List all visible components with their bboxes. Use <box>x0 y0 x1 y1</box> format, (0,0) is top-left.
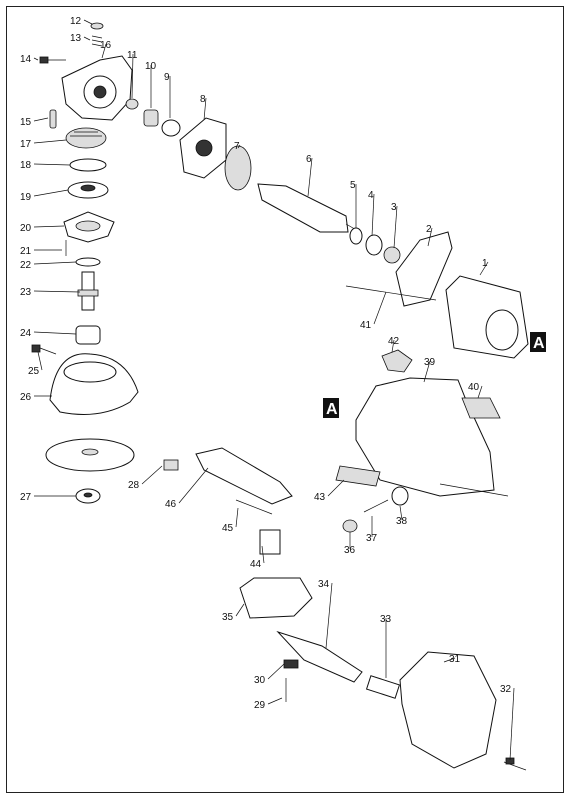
callout-label: 5 <box>350 180 356 191</box>
callout-label: 7 <box>234 141 240 152</box>
reference-mark-a-1 <box>530 332 546 352</box>
callout-label: 21 <box>20 246 32 257</box>
parts-layer <box>31 22 529 771</box>
callout-label: 37 <box>366 533 378 544</box>
callout-layer: 1234567891011121314151617181920212223242… <box>20 16 515 761</box>
callout-leader-line <box>235 603 245 617</box>
callout-label: 46 <box>165 499 177 510</box>
callout-label: 28 <box>128 480 140 491</box>
callout-label: 17 <box>20 139 32 150</box>
callout-leader-line <box>33 117 49 122</box>
callout-label: 20 <box>20 223 32 234</box>
callout-label: 34 <box>318 579 330 590</box>
callout-leader-line <box>178 467 209 504</box>
callout-label: 16 <box>100 40 112 51</box>
callout-label: 33 <box>380 614 392 625</box>
callout-label: 2 <box>426 224 432 235</box>
callout-leader-line <box>423 360 431 383</box>
callout-leader-line <box>33 189 69 197</box>
callout-leader-line <box>477 385 483 399</box>
callout-label: 19 <box>20 192 32 203</box>
callout-leader-line <box>391 339 395 353</box>
callout-label: 23 <box>20 287 32 298</box>
callout-label: 13 <box>70 33 82 44</box>
callout-label: 44 <box>250 559 262 570</box>
callout-leader-line <box>509 687 515 761</box>
callout-label: 41 <box>360 320 372 331</box>
callout-leader-line <box>325 582 333 649</box>
callout-label: 36 <box>344 545 356 556</box>
callout-leader-line <box>267 663 285 680</box>
reference-mark-a-2 <box>323 398 339 418</box>
callout-label: 31 <box>449 654 461 665</box>
callout-label: 12 <box>70 16 82 27</box>
callout-leader-line <box>427 227 433 247</box>
callout-label: 29 <box>254 700 266 711</box>
callout-label: 35 <box>222 612 234 623</box>
callout-label: 1 <box>482 258 488 269</box>
callout-label: 4 <box>368 190 374 201</box>
callout-leader-line <box>261 545 265 564</box>
callout-label: 9 <box>164 72 170 83</box>
callout-leader-line <box>33 225 65 228</box>
callout-leader-line <box>101 43 107 59</box>
callout-leader-line <box>83 36 91 41</box>
reference-mark-a-1-label: A <box>533 335 545 352</box>
callout-leader-line <box>393 205 398 249</box>
callout-leader-line <box>33 290 81 293</box>
callout-label: 24 <box>20 328 32 339</box>
callout-label: 14 <box>20 54 32 65</box>
callout-leader-line <box>33 163 71 166</box>
callout-leader-line <box>399 505 403 521</box>
callout-leader-line <box>235 507 239 528</box>
callout-leader-line <box>237 144 241 149</box>
callout-leader-line <box>33 331 77 335</box>
callout-label: 26 <box>20 392 32 403</box>
callout-label: 8 <box>200 94 206 105</box>
callout-leader-line <box>33 261 77 265</box>
callout-label: 30 <box>254 675 266 686</box>
callout-label: 32 <box>500 684 512 695</box>
callout-label: 27 <box>20 492 32 503</box>
callout-label: 11 <box>127 50 138 61</box>
callout-label: 15 <box>20 117 32 128</box>
callout-leader-line <box>33 139 67 144</box>
callout-label: 3 <box>391 202 397 213</box>
callout-leader-line <box>131 53 134 99</box>
callout-label: 38 <box>396 516 408 527</box>
callout-leader-line <box>203 97 207 121</box>
callout-leader-line <box>307 157 313 197</box>
callout-label: 25 <box>28 366 40 377</box>
callout-label: 39 <box>424 357 436 368</box>
callout-label: 18 <box>20 160 32 171</box>
drawing-frame <box>6 6 564 793</box>
callout-leader-line <box>443 657 456 663</box>
callout-leader-line <box>327 479 345 497</box>
callout-leader-line <box>371 193 375 237</box>
reference-mark-a-2-label: A <box>326 401 338 418</box>
callout-label: 45 <box>222 523 234 534</box>
callout-leader-line <box>373 291 387 325</box>
callout-leader-line <box>37 351 43 371</box>
callout-leader-line <box>267 697 283 705</box>
callout-label: 10 <box>145 61 157 72</box>
callout-label: 40 <box>468 382 480 393</box>
callout-label: 6 <box>306 154 312 165</box>
callout-leader-line <box>83 19 93 25</box>
callout-leader-line <box>479 261 489 276</box>
callout-label: 42 <box>388 336 400 347</box>
reference-markers: A A <box>323 332 546 418</box>
callout-leader-line <box>141 465 163 485</box>
callout-label: 22 <box>20 260 32 271</box>
callout-label: 43 <box>314 492 326 503</box>
callout-leader-line <box>33 57 39 61</box>
